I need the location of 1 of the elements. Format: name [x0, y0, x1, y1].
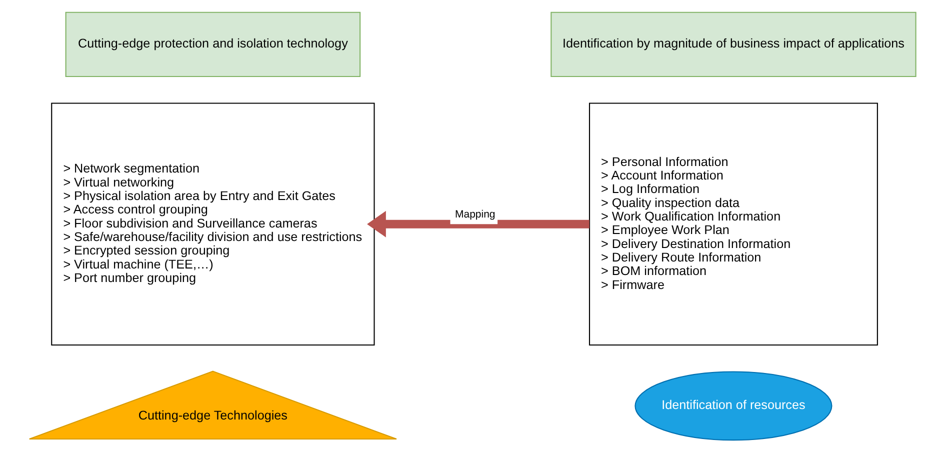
edge-label: Mapping: [454, 208, 496, 220]
